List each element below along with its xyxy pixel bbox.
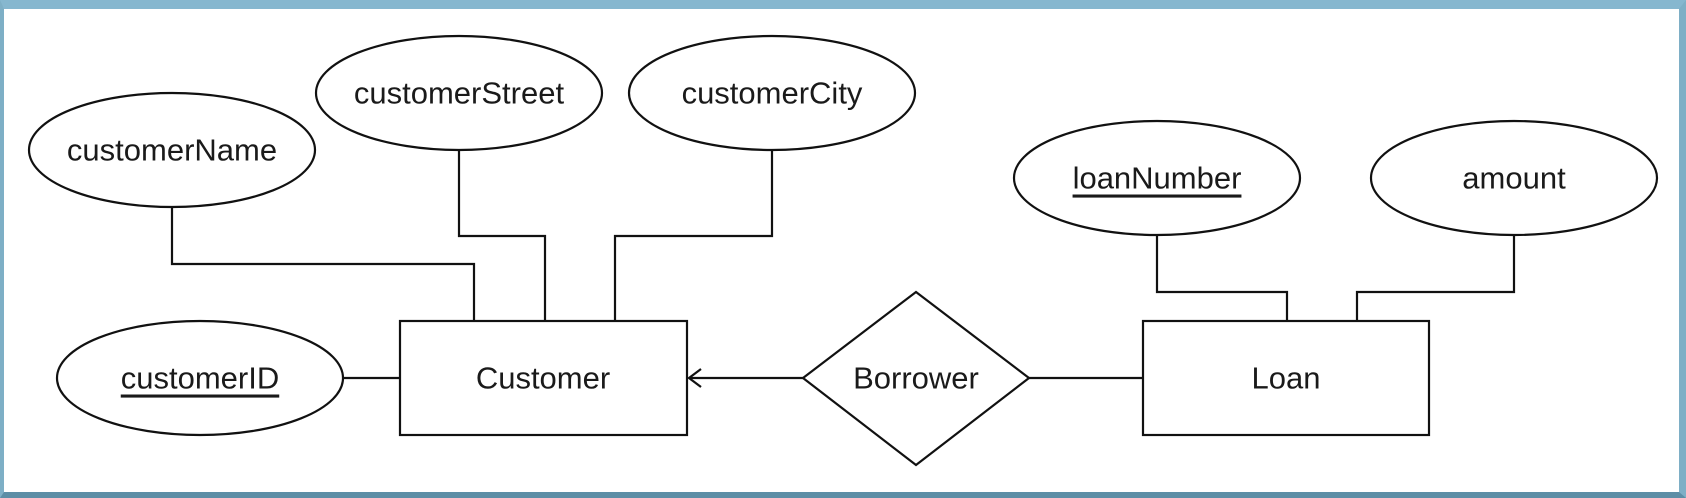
attribute-customer-city-label: customerCity: [682, 76, 863, 111]
attribute-amount-label: amount: [1462, 161, 1566, 196]
edge-customer-name: [170, 208, 476, 320]
attribute-customer-name-label: customerName: [67, 133, 277, 168]
relationship-borrower: Borrower: [801, 290, 1031, 467]
arrowhead-customer: [687, 368, 702, 388]
entity-customer-label: Customer: [476, 361, 610, 396]
attribute-customer-city: customerCity: [627, 34, 917, 152]
attribute-amount: amount: [1369, 119, 1659, 237]
edge-loan-number: [1155, 235, 1289, 320]
attribute-customer-id: customerID: [55, 319, 345, 437]
entity-customer: Customer: [398, 319, 689, 437]
entity-loan-label: Loan: [1252, 361, 1321, 396]
attribute-customer-name: customerName: [27, 91, 317, 209]
edge-customer-city: [613, 150, 774, 320]
attribute-loan-number-label: loanNumber: [1073, 161, 1242, 196]
relationship-borrower-label: Borrower: [853, 361, 979, 396]
entity-loan: Loan: [1141, 319, 1431, 437]
attribute-loan-number: loanNumber: [1012, 119, 1302, 237]
edge-customer-street: [457, 150, 547, 320]
attribute-customer-street-label: customerStreet: [354, 76, 565, 111]
attribute-customer-street: customerStreet: [314, 34, 604, 152]
attribute-customer-id-label: customerID: [121, 361, 279, 396]
edge-loan-amount: [1355, 235, 1516, 320]
